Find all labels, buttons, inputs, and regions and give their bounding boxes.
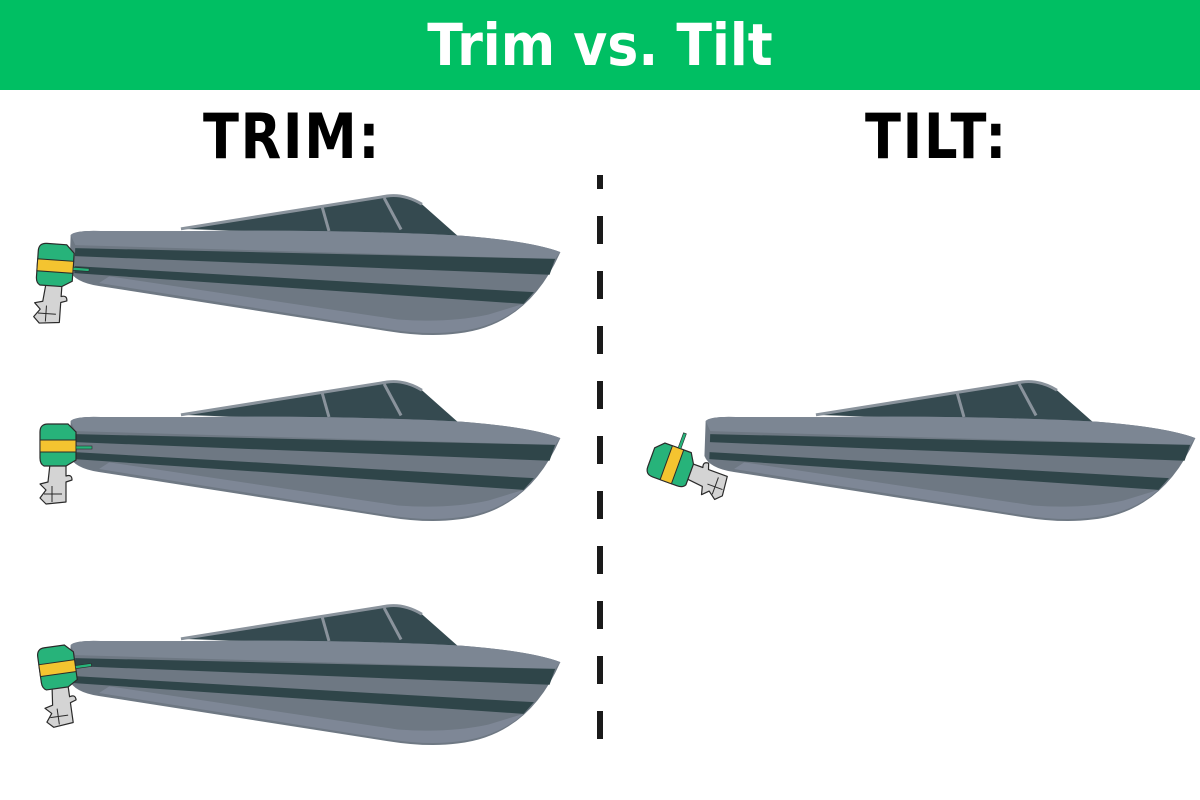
section-divider bbox=[597, 175, 603, 750]
trim-boat-2 bbox=[30, 364, 570, 528]
tilt-heading: TILT: bbox=[865, 100, 1009, 173]
trim-boat-3 bbox=[30, 588, 570, 752]
tilt-boat bbox=[644, 364, 1200, 528]
title-banner: Trim vs. Tilt bbox=[0, 0, 1200, 90]
trim-heading: TRIM: bbox=[203, 100, 382, 173]
page-title: Trim vs. Tilt bbox=[427, 11, 773, 79]
trim-boat-1 bbox=[30, 178, 570, 342]
